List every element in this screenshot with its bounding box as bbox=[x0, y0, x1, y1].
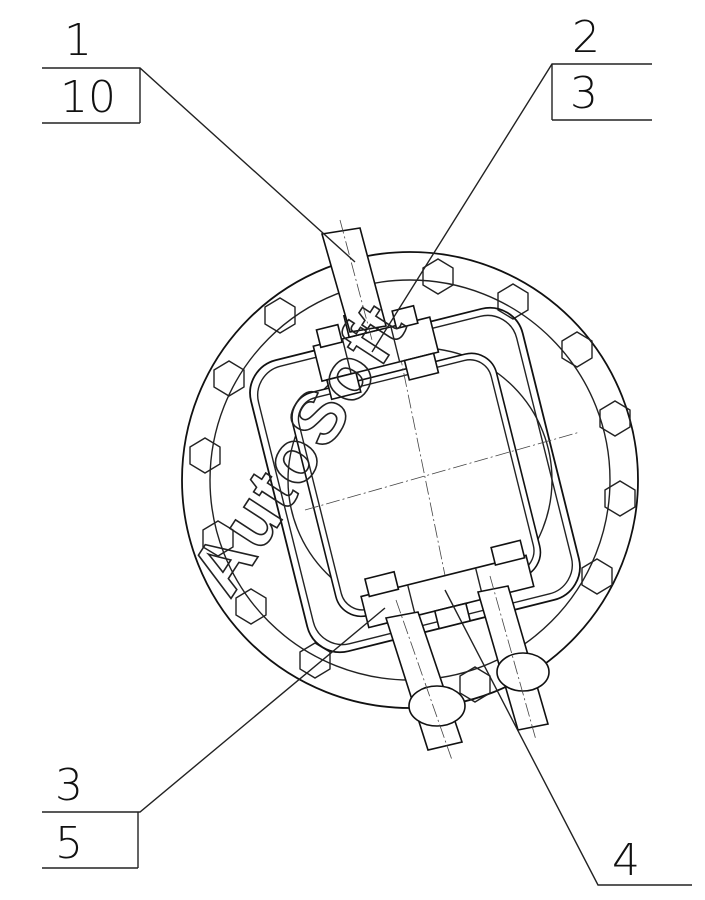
callout-2-top: 2 bbox=[572, 12, 600, 63]
bolt-hex bbox=[299, 642, 331, 679]
callout-1-bottom: 10 bbox=[60, 72, 116, 123]
bolt-hex bbox=[213, 360, 245, 397]
callout-2-bottom: 3 bbox=[570, 68, 598, 119]
callout-3: 3 5 bbox=[55, 760, 83, 869]
bolt-hex bbox=[189, 437, 221, 474]
bolt-hex bbox=[581, 558, 613, 595]
bolt-hex bbox=[604, 480, 636, 517]
callout-3-top: 3 bbox=[55, 760, 83, 811]
callout-4: 4 bbox=[612, 835, 640, 886]
hose-end-right bbox=[496, 652, 550, 692]
bolt-hex bbox=[235, 588, 267, 625]
bolt-hex bbox=[264, 297, 296, 334]
centerlines bbox=[304, 329, 581, 601]
hose-end-left bbox=[408, 685, 466, 727]
bolt-hex bbox=[497, 283, 529, 320]
callout-2: 2 3 bbox=[570, 12, 600, 119]
valve-body bbox=[291, 352, 542, 618]
callout-1: 1 10 bbox=[60, 15, 116, 123]
top-pipe bbox=[320, 219, 387, 341]
flange-bolts bbox=[189, 258, 636, 703]
callout-3-bottom: 5 bbox=[55, 818, 83, 869]
bolt-hex bbox=[422, 258, 454, 295]
bottom-pipes bbox=[384, 575, 550, 761]
bolt-hex bbox=[599, 400, 631, 437]
callout-1-top: 1 bbox=[64, 15, 92, 66]
bolt-hex bbox=[561, 331, 593, 368]
leader-lines bbox=[42, 63, 692, 886]
bolt-hex bbox=[459, 666, 491, 703]
bolt-hex bbox=[202, 520, 234, 557]
callout-4-top: 4 bbox=[612, 835, 640, 886]
